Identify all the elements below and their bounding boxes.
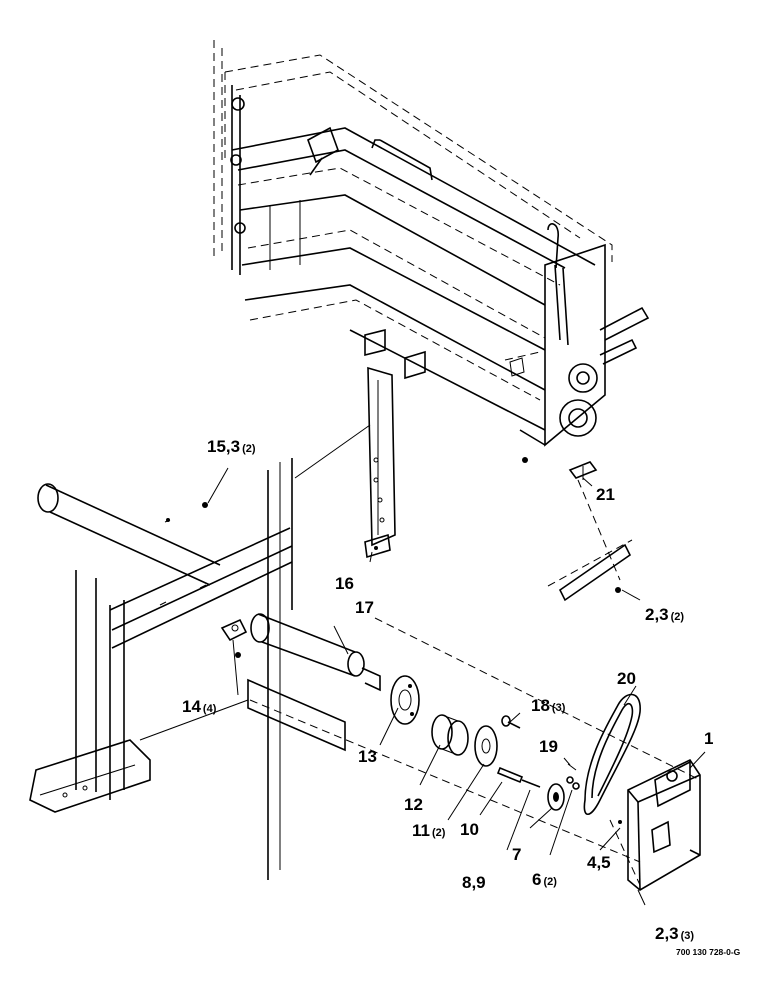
bracket-21 (547, 461, 633, 602)
upper-housing-assembly (213, 40, 650, 463)
callout-14: 14(4) (182, 697, 217, 716)
drawing-number: 700 130 728-0-G (676, 947, 741, 957)
callout-4-5: 4,5 (587, 853, 611, 872)
callout-2-3-top: 2,3(2) (645, 605, 684, 624)
callout-18: 18(3) (531, 696, 566, 715)
callout-2-3-bottom: 2,3(3) (655, 924, 694, 943)
callout-1: 1 (704, 729, 713, 748)
leader-lines (207, 424, 706, 906)
drive-shield (609, 758, 701, 891)
callout-19: 19 (539, 737, 558, 756)
drive-belt (583, 693, 641, 816)
callout-20: 20 (617, 669, 636, 688)
callout-17: 17 (355, 598, 374, 617)
callout-8-9: 8,9 (462, 873, 486, 892)
callout-labels: 1 2,3(2) 2,3(3) 4,5 6(2) 7 8,9 10 11(2) … (182, 437, 713, 943)
callout-16: 16 (335, 574, 354, 593)
callout-10: 10 (460, 820, 479, 839)
callout-7: 7 (512, 845, 521, 864)
callout-15-3: 15,3(2) (207, 437, 256, 456)
frame-assembly (29, 458, 346, 880)
callout-6: 6(2) (532, 870, 557, 889)
drive-shaft-parts (220, 613, 701, 863)
callout-21: 21 (596, 485, 615, 504)
mounting-plate (364, 366, 396, 559)
callout-12: 12 (404, 795, 423, 814)
callout-13: 13 (358, 747, 377, 766)
callout-11: 11(2) (412, 821, 446, 840)
